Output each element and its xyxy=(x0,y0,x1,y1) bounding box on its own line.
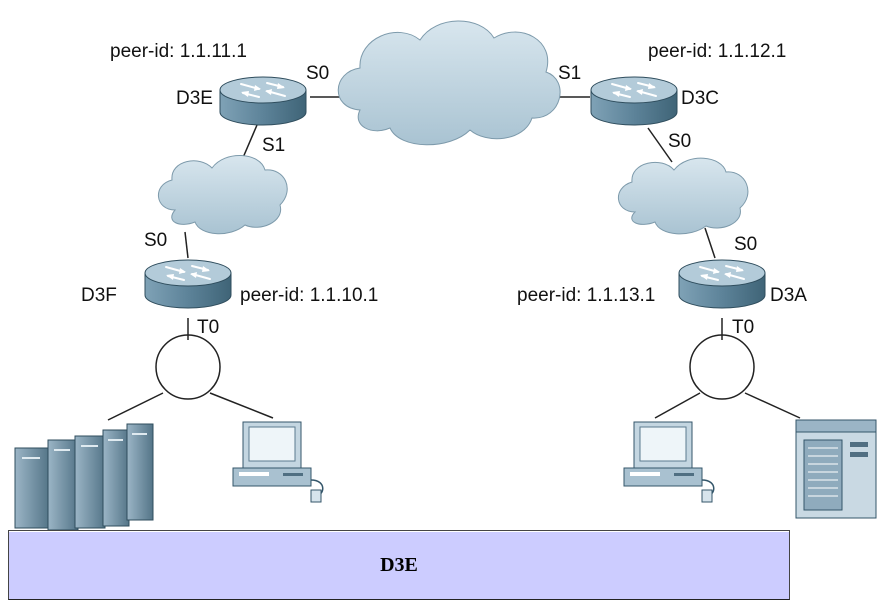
d3a-peer-id-label: peer-id: 1.1.13.1 xyxy=(517,285,655,306)
router-d3a xyxy=(678,259,766,309)
d3f-peer-id-label: peer-id: 1.1.10.1 xyxy=(240,285,378,306)
d3c-peer-id-label: peer-id: 1.1.12.1 xyxy=(648,41,786,62)
lan-ring-left xyxy=(155,334,221,400)
d3c-name-label: D3C xyxy=(681,88,719,109)
wan-cloud-right xyxy=(617,157,749,235)
d3f-t0-label: T0 xyxy=(197,317,219,338)
d3a-s0-label: S0 xyxy=(734,234,757,255)
workstation-right-icon xyxy=(623,421,715,503)
wan-cloud-left xyxy=(157,155,288,235)
server-cluster-icon xyxy=(14,423,154,531)
lan-ring-right xyxy=(689,334,755,400)
d3f-name-label: D3F xyxy=(81,285,117,306)
links xyxy=(107,96,801,421)
d3c-s0-label: S0 xyxy=(668,131,691,152)
workstation-left-icon xyxy=(232,421,324,503)
d3e-peer-id-label: peer-id: 1.1.11.1 xyxy=(110,41,247,62)
d3f-s0-label: S0 xyxy=(144,230,167,251)
router-d3e xyxy=(219,76,307,126)
router-d3f xyxy=(144,259,232,309)
d3e-name-label: D3E xyxy=(176,88,213,109)
d3a-name-label: D3A xyxy=(770,285,807,306)
d3c-s1-label: S1 xyxy=(558,63,581,84)
wan-cloud-large xyxy=(337,20,561,146)
caption-bar: D3E xyxy=(8,530,790,600)
server-tower-icon xyxy=(795,419,877,519)
router-d3c xyxy=(590,76,678,126)
d3e-s0-label: S0 xyxy=(306,63,329,84)
d3a-t0-label: T0 xyxy=(732,317,754,338)
d3e-s1-label: S1 xyxy=(262,135,285,156)
caption-title: D3E xyxy=(380,553,418,576)
